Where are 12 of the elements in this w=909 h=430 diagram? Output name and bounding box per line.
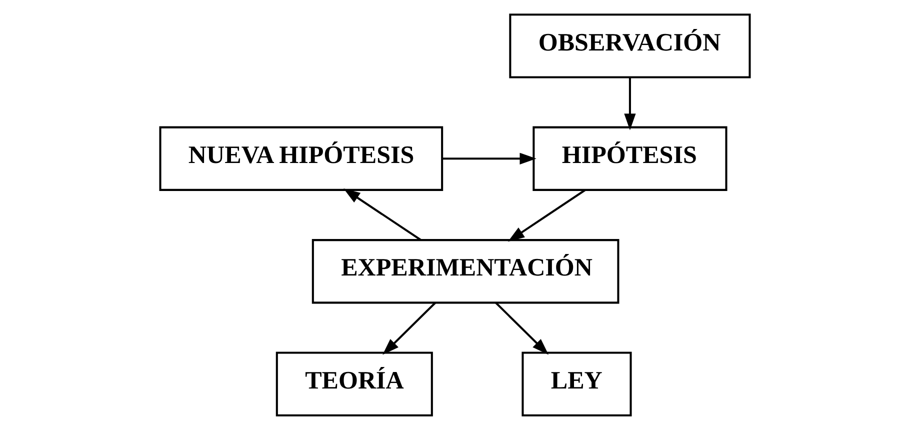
arrow xyxy=(624,77,636,130)
node-box: TEORÍA xyxy=(275,352,432,416)
arrow xyxy=(442,152,536,164)
arrow xyxy=(494,302,548,355)
arrow xyxy=(382,302,436,355)
node-box: HIPÓTESIS xyxy=(532,126,727,191)
arrow xyxy=(507,189,586,242)
node-box: LEY xyxy=(521,352,632,416)
arrow xyxy=(343,188,421,241)
node-box: NUEVA HIPÓTESIS xyxy=(158,126,443,191)
node-box: EXPERIMENTACIÓN xyxy=(311,239,619,304)
node-box: OBSERVACIÓN xyxy=(508,14,750,78)
